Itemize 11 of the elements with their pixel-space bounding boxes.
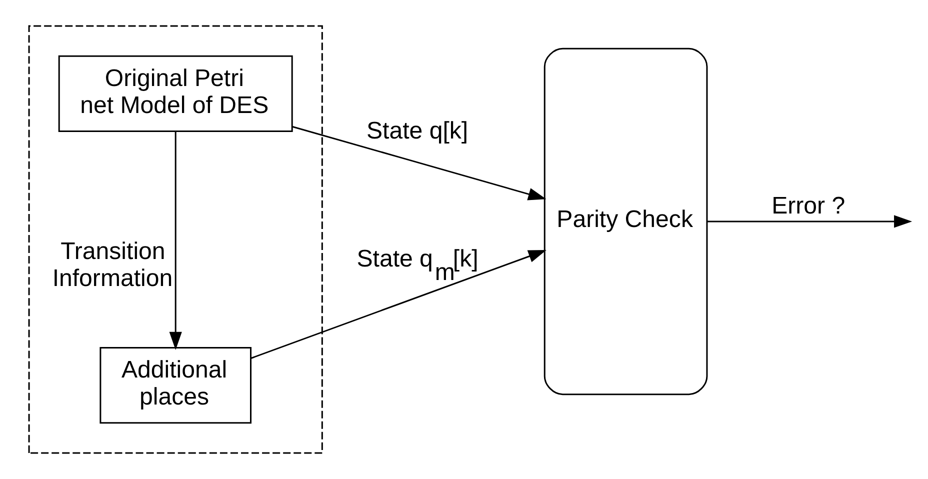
edge-label: State q[k]	[366, 117, 468, 144]
node-box: Original Petri net Model of DES	[58, 55, 293, 132]
arrow	[250, 250, 546, 359]
edge-label: Error ?	[772, 192, 846, 220]
cluster	[28, 25, 323, 454]
arrow	[707, 215, 912, 228]
node-box: Parity Check	[544, 48, 708, 396]
node-box: Additional places	[100, 346, 252, 424]
arrow	[292, 126, 546, 200]
arrow	[169, 131, 182, 350]
edge-label: Transition Information	[52, 238, 173, 292]
